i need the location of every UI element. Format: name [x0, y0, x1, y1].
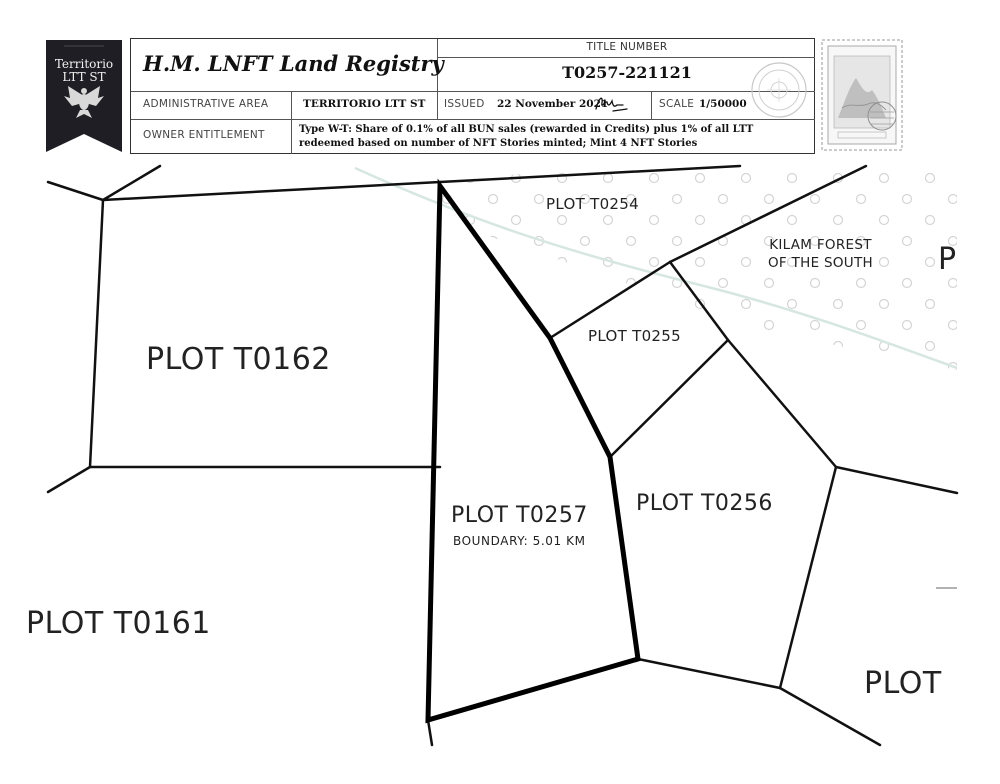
title-number-label: TITLE NUMBER: [586, 41, 668, 53]
plot-label-right-clip: PLOT: [860, 660, 956, 710]
owner-entitlement-text: Type W-T: Share of 0.1% of all BUN sales…: [299, 124, 754, 149]
signature-icon: [595, 97, 628, 112]
title-header-table: H.M. LNFT Land Registry TITLE NUMBER T02…: [130, 38, 815, 154]
scale-value: 1/50000: [699, 98, 747, 110]
admin-area-label: ADMINISTRATIVE AREA: [143, 98, 269, 110]
plot-label-t0161: PLOT T0161: [26, 606, 211, 641]
plot-label-t0254: PLOT T0254: [546, 195, 639, 213]
plot-boundary-length: BOUNDARY: 5.01 KM: [453, 534, 586, 548]
eagle-emblem-icon: [64, 86, 104, 118]
banner-title: Territorio LTT ST: [46, 58, 122, 84]
banner-line2: LTT ST: [62, 70, 106, 84]
banner-line1: Territorio: [54, 57, 114, 71]
registry-seal-icon: [751, 62, 807, 118]
plot-label-edge-clip: P: [936, 240, 956, 280]
owner-entitlement-label: OWNER ENTITLEMENT: [143, 129, 265, 141]
plot-label-t0257: PLOT T0257: [451, 503, 588, 528]
plot-label-t0256: PLOT T0256: [636, 491, 773, 516]
plot-label-right-partial: PLOT: [864, 666, 942, 701]
plot-t0257-boundary[interactable]: [425, 178, 641, 724]
admin-area-value: TERRITORIO LTT ST: [303, 98, 426, 110]
issued-date: 22 November 2021: [497, 98, 609, 110]
plot-label-t0161-clip: PLOT T0161: [26, 600, 228, 650]
postage-stamp-icon: [821, 39, 903, 151]
forest-label-line2: OF THE SOUTH: [768, 255, 873, 271]
forest-label: KILAM FOREST OF THE SOUTH: [768, 236, 873, 272]
forest-boundary-line: [354, 166, 958, 370]
registry-name: H.M. LNFT Land Registry: [143, 51, 444, 76]
parcel-boundaries: [46, 164, 959, 747]
territory-banner: Territorio LTT ST: [46, 40, 122, 152]
plot-label-t0255: PLOT T0255: [588, 327, 681, 345]
plot-label-t0162: PLOT T0162: [146, 342, 331, 377]
scale-label: SCALE: [659, 98, 695, 110]
title-number: T0257-221121: [562, 63, 692, 82]
issued-label: ISSUED: [444, 98, 485, 110]
forest-label-line1: KILAM FOREST: [769, 237, 872, 253]
plot-label-edge-partial: P: [938, 242, 957, 277]
